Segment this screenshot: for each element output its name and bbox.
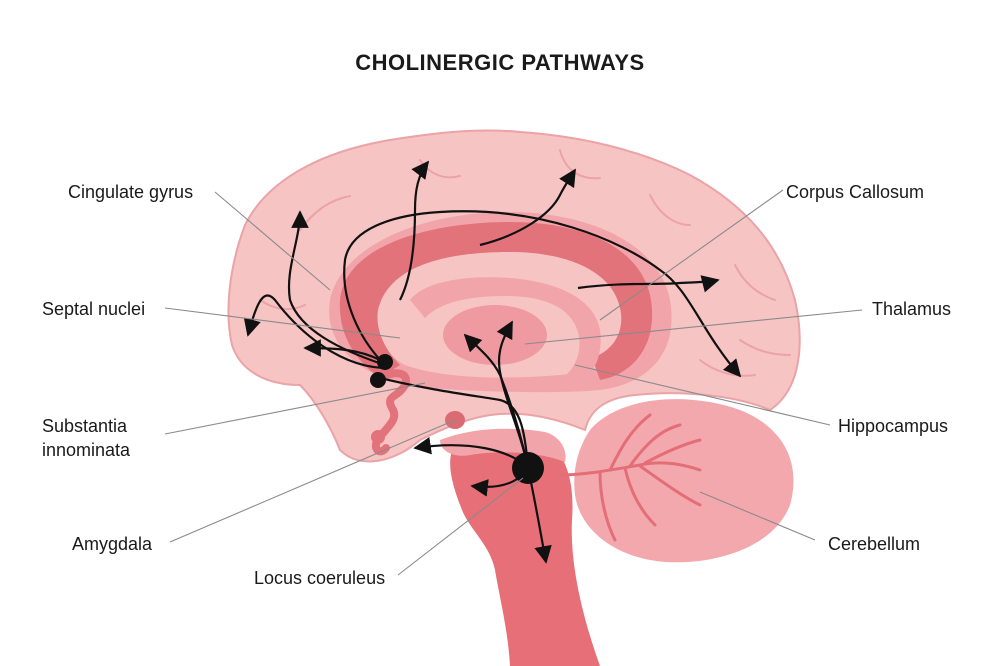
label-hippocampus: Hippocampus	[838, 416, 949, 436]
pituitary	[371, 430, 385, 444]
leader-lines	[164, 189, 863, 576]
label-cerebellum: Cerebellum	[828, 534, 921, 554]
locus-coeruleus-node	[512, 452, 544, 484]
label-locus-coeruleus: Locus coeruleus	[254, 568, 386, 588]
fornix	[410, 277, 601, 392]
label-septal-nuclei: Septal nuclei	[42, 299, 146, 319]
label-corpus-callosum: Corpus Callosum	[786, 182, 925, 202]
diagram-title: CHOLINERGIC PATHWAYS	[355, 50, 645, 75]
cerebellum	[574, 399, 794, 563]
label-cingulate-gyrus: Cingulate gyrus	[68, 182, 194, 202]
label-thalamus: Thalamus	[872, 299, 952, 319]
label-amygdala: Amygdala	[72, 534, 153, 554]
label-substantia-innominata-line2: innominata	[42, 440, 131, 460]
substantia-node	[370, 372, 386, 388]
label-substantia-innominata-line1: Substantia	[42, 416, 128, 436]
cerebellum-arbor	[558, 413, 702, 542]
septal-nucleus-node	[377, 354, 393, 370]
thalamus	[443, 305, 547, 365]
corpus-callosum	[339, 222, 653, 380]
hypothalamus	[371, 369, 410, 456]
